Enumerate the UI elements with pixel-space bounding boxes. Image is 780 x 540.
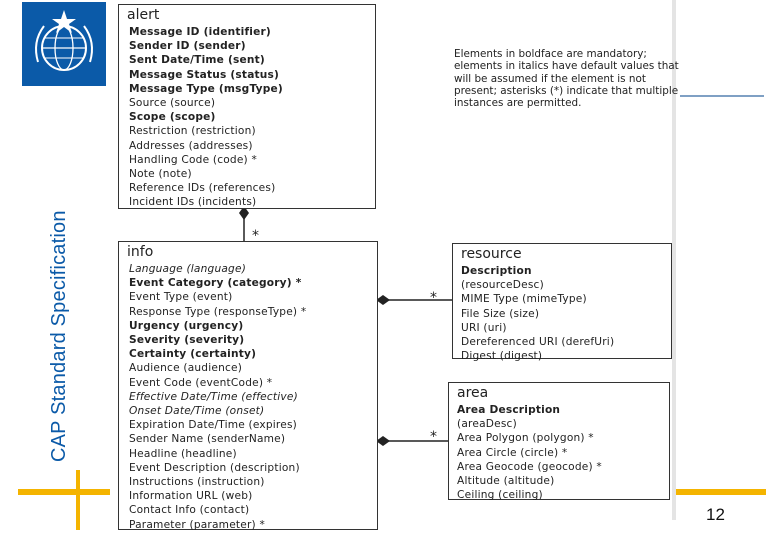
area-item: Area Geocode (geocode) * [457, 460, 602, 473]
info-item: Certainty (certainty) [129, 348, 257, 361]
divider-rule [680, 95, 764, 97]
resource-item: Description [461, 265, 532, 277]
info-item: Onset Date/Time (onset) [129, 405, 265, 418]
area-item: Area Polygon (polygon) * [457, 432, 594, 445]
alert-item: Addresses (addresses) [129, 139, 253, 152]
resource-item: Dereferenced URI (derefUri) [461, 336, 615, 349]
info-item: Audience (audience) [129, 362, 243, 375]
info-item: Instructions (instruction) [129, 476, 265, 489]
alert-item: Sent Date/Time (sent) [129, 54, 265, 67]
area-item: Altitude (altitude) [457, 475, 555, 488]
resource-title: resource [461, 246, 522, 262]
area-item: Area Description [457, 404, 561, 416]
info-item: Sender Name (senderName) [129, 433, 286, 446]
info-item: Urgency (urgency) [129, 319, 244, 332]
info-item: Expiration Date/Time (expires) [129, 419, 298, 432]
area-title: area [457, 385, 489, 401]
resource-class-box: resource Description (resourceDesc) MIME… [452, 243, 672, 362]
info-item: Parameter (parameter) * [129, 518, 265, 531]
legend-note: Elements in boldface are mandatory; elem… [454, 48, 679, 110]
area-item: Area Circle (circle) * [457, 446, 568, 459]
info-class-box: info Language (language) Event Category … [118, 241, 378, 532]
alert-item: Incident IDs (incidents) [129, 196, 257, 209]
info-resource-multiplicity: * [430, 290, 437, 306]
alert-item: Message ID (identifier) [129, 26, 271, 38]
area-item: Ceiling (ceiling) [457, 489, 543, 502]
alert-title: alert [127, 7, 160, 23]
info-item: Event Category (category) * [129, 277, 302, 290]
alert-item: Restriction (restriction) [129, 125, 256, 138]
alert-item: Sender ID (sender) [129, 40, 246, 53]
page-number: 12 [706, 505, 725, 524]
info-item: Contact Info (contact) [129, 504, 250, 517]
info-item: Information URL (web) [129, 490, 253, 503]
info-item: Event Description (description) [129, 461, 300, 474]
info-area-multiplicity: * [430, 429, 437, 445]
scan-edge [672, 0, 676, 520]
info-item: Event Type (event) [129, 291, 233, 304]
resource-item: URI (uri) [461, 321, 507, 334]
area-item: (areaDesc) [457, 418, 517, 431]
info-item: Severity (severity) [129, 334, 245, 347]
resource-element-list: Description (resourceDesc) MIME Type (mi… [453, 264, 671, 363]
info-element-list: Language (language) Event Category (cate… [119, 262, 377, 532]
area-element-list: Area Description (areaDesc) Area Polygon… [449, 403, 669, 502]
alert-item: Source (source) [129, 97, 216, 110]
alert-info-multiplicity: * [252, 228, 259, 244]
alert-item: Reference IDs (references) [129, 182, 276, 195]
alert-item: Handling Code (code) * [129, 153, 257, 166]
alert-item: Note (note) [129, 168, 192, 181]
resource-item: (resourceDesc) [461, 279, 544, 292]
info-item: Effective Date/Time (effective) [129, 390, 298, 403]
resource-item: MIME Type (mimeType) [461, 293, 587, 306]
info-title: info [127, 244, 154, 260]
info-item: Headline (headline) [129, 447, 237, 460]
info-item: Response Type (responseType) * [129, 305, 307, 318]
wmo-logo [22, 2, 106, 86]
alert-item: Message Type (msgType) [129, 82, 283, 95]
info-item: Language (language) [129, 263, 247, 275]
accent-bar-left [18, 489, 110, 495]
alert-item: Scope (scope) [129, 111, 216, 124]
alert-element-list: Message ID (identifier) Sender ID (sende… [119, 25, 375, 210]
resource-item: File Size (size) [461, 307, 540, 320]
accent-bar-right [676, 489, 766, 495]
accent-bar-vertical [76, 470, 80, 530]
alert-class-box: alert Message ID (identifier) Sender ID … [118, 4, 376, 209]
info-item: Event Code (eventCode) * [129, 376, 273, 389]
resource-item: Digest (digest) [461, 350, 543, 363]
alert-item: Message Status (status) [129, 68, 280, 81]
area-class-box: area Area Description (areaDesc) Area Po… [448, 382, 670, 502]
globe-emblem-icon [35, 10, 93, 71]
